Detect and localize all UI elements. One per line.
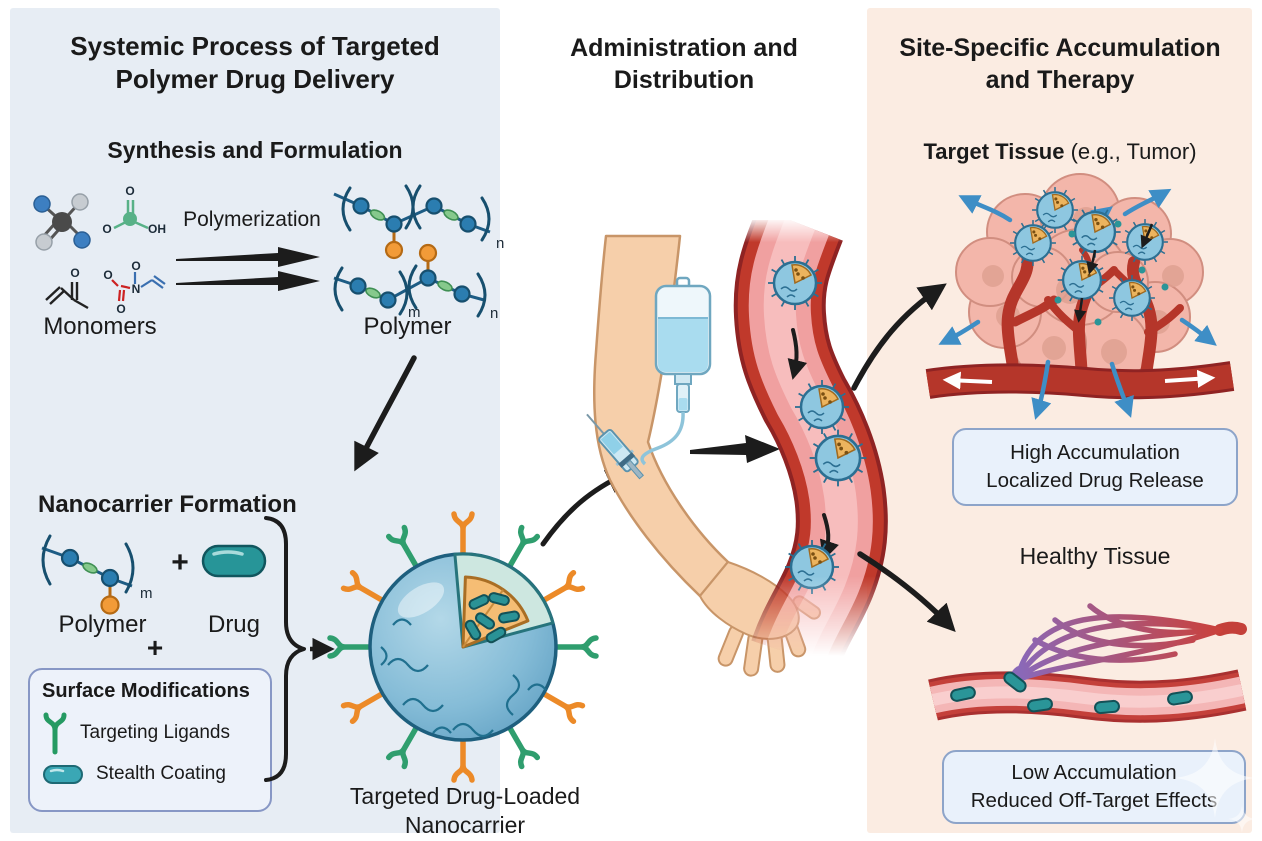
syringe-icon xyxy=(586,413,644,480)
nanocarrier-caption-line1: Targeted Drug-Loaded xyxy=(349,783,581,809)
polymer-squiggles xyxy=(380,618,547,738)
released-drug-dots xyxy=(1054,220,1169,326)
surface-mod-label: Stealth Coating xyxy=(96,763,226,784)
monomers-illustration: O O OH O O N O O xyxy=(33,184,166,316)
sparkle-watermark-icon xyxy=(1175,738,1256,833)
subscript-n: n xyxy=(490,305,498,322)
drug-release-arrows xyxy=(1074,223,1154,323)
stealth-coating-icon xyxy=(43,765,83,784)
target-tissue-label: Target Tissue (e.g., Tumor) xyxy=(880,138,1240,166)
arrow-arm-to-vessel xyxy=(690,435,780,463)
synthesis-heading: Synthesis and Formulation xyxy=(107,137,403,163)
arrow-vessel-to-healthy xyxy=(857,551,956,632)
formation-polymer-label: Polymer xyxy=(58,611,147,638)
polymerization-arrows-icon xyxy=(176,247,320,291)
atom-label: O xyxy=(116,302,125,316)
right-title-line1: Site-Specific Accumulation xyxy=(899,34,1221,62)
ball-stick-monomer-icon xyxy=(33,193,91,251)
blood-flow-arrow-right xyxy=(1164,369,1216,388)
atom-label: N xyxy=(132,282,141,296)
nanocarrier-caption: Targeted Drug-Loaded Nanocarrier xyxy=(330,782,600,841)
high-accumulation-line2: Localized Drug Release xyxy=(986,469,1204,492)
capillary-mesh xyxy=(1014,603,1223,683)
encapsulated-drugs xyxy=(464,592,520,644)
formation-polymer-unit: m xyxy=(41,534,153,615)
low-accumulation-line2: Reduced Off-Target Effects xyxy=(970,789,1218,812)
middle-panel-title: Administration and Distribution xyxy=(508,32,860,96)
high-accumulation-line1: High Accumulation xyxy=(1010,441,1180,465)
arrow-vessel-to-tumor xyxy=(851,283,947,391)
monomers-label: Monomers xyxy=(43,313,157,340)
blood-flow-arrow-left xyxy=(942,371,993,390)
plus-sign-2: + xyxy=(146,632,164,663)
left-title-line2: Polymer Drug Delivery xyxy=(115,64,395,95)
right-title-line2: and Therapy xyxy=(985,66,1135,94)
plus-sign: + xyxy=(171,546,189,579)
nanocarrier-caption-line2: Nanocarrier xyxy=(404,812,526,839)
subscript-m: m xyxy=(140,585,153,602)
target-tissue-label-bold: Target Tissue xyxy=(923,139,1065,164)
atom-label: O xyxy=(70,266,79,280)
healthy-tissue-illustration xyxy=(928,603,1247,723)
subscript-m: m xyxy=(408,304,421,321)
polymer-chains-illustration: n m n xyxy=(333,184,504,322)
targeting-ligand-icon xyxy=(43,712,67,755)
surface-mod-item-stealth: Stealth Coating xyxy=(42,763,258,785)
subscript-n: n xyxy=(496,235,504,252)
green-monomer-icon: O O OH xyxy=(102,184,166,236)
arrow-polymer-to-formation xyxy=(354,355,417,472)
ketone-monomer-icon: O xyxy=(45,266,89,310)
middle-title-line1: Administration and xyxy=(570,34,798,62)
formation-drug-label: Drug xyxy=(207,611,261,638)
left-title-line1: Systemic Process of Targeted xyxy=(70,31,440,61)
polymerization-label: Polymerization xyxy=(183,208,321,231)
healthy-tissue-label: Healthy Tissue xyxy=(1019,543,1171,569)
blood-vessel-illustration xyxy=(733,207,888,671)
surface-mod-item-ligands: Targeting Ligands xyxy=(42,712,258,755)
drug-pill-icon xyxy=(201,544,267,578)
surface-modifications-title: Surface Modifications xyxy=(42,680,250,702)
iv-tube xyxy=(640,411,685,466)
atom-label: O xyxy=(103,268,112,282)
atom-label: OH xyxy=(148,222,166,236)
nanocarrier-illustration xyxy=(333,505,595,790)
iv-bag xyxy=(640,276,712,466)
low-accumulation-box: Low Accumulation Reduced Off-Target Effe… xyxy=(942,750,1246,824)
right-panel-title: Site-Specific Accumulation and Therapy xyxy=(880,32,1240,96)
atom-label: O xyxy=(125,184,134,198)
low-accumulation-line1: Low Accumulation xyxy=(1011,761,1177,785)
surface-modifications-box: Surface Modifications Targeting Ligands … xyxy=(28,668,272,812)
amide-monomer-icon: O N O O xyxy=(103,259,166,316)
polymer-label: Polymer xyxy=(363,313,452,340)
atom-label: O xyxy=(131,259,140,273)
target-tissue-label-rest: (e.g., Tumor) xyxy=(1070,139,1197,164)
circulating-nanocarriers xyxy=(950,671,1193,715)
high-accumulation-box: High Accumulation Localized Drug Release xyxy=(952,428,1238,506)
left-panel-title: Systemic Process of Targeted Polymer Dru… xyxy=(20,30,490,97)
middle-title-line2: Distribution xyxy=(613,66,755,94)
nanocarrier-heading: Nanocarrier Formation xyxy=(38,491,297,518)
tumor-illustration xyxy=(925,173,1235,420)
brace-and-arrow xyxy=(264,516,335,782)
drug-core xyxy=(461,575,530,649)
surface-mod-label: Targeting Ligands xyxy=(80,722,230,743)
atom-label: O xyxy=(102,222,111,236)
